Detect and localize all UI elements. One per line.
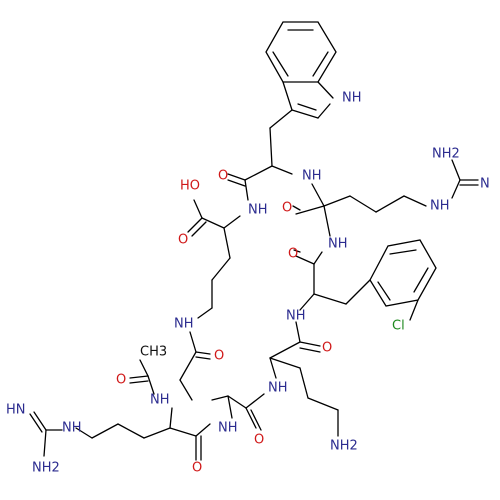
amide-o-bond — [195, 351, 211, 355]
trp-co-double-2 — [227, 179, 246, 187]
indole-nh-label: NH — [342, 91, 362, 106]
trp-alpha-bond — [269, 127, 273, 167]
guan1-bond — [451, 179, 461, 199]
dab-co-oxygen: O — [254, 433, 264, 448]
guan1-nh2-bond — [451, 159, 461, 181]
cooh-ho-label: HO — [180, 179, 200, 194]
phe-co-bond — [295, 255, 315, 265]
orn-side-3 — [307, 397, 339, 411]
trp-co-double-1 — [227, 173, 246, 181]
trp-n-bond — [271, 165, 293, 175]
gly-bond-2 — [179, 379, 193, 401]
arg-alpha-bond — [311, 183, 325, 207]
phe-n-bond — [299, 293, 315, 311]
guan2-imine-label: HN — [6, 403, 26, 418]
orn-alpha-bond — [269, 341, 301, 359]
phe-co-oxygen: O — [288, 247, 298, 262]
orn-bond-1 — [295, 321, 301, 343]
phe-nh-label: NH — [286, 309, 306, 324]
acetyl-o-bond — [129, 375, 149, 379]
arg-side-1 — [323, 195, 351, 207]
trp-co-bond — [244, 165, 273, 181]
cooh-oh-bond — [193, 199, 203, 219]
lys-alpha-bond — [223, 215, 241, 229]
dab-alpha-bond — [227, 395, 247, 409]
arg2-side-1 — [143, 427, 171, 439]
indole-benzene-ring — [265, 21, 337, 83]
cl-label: Cl — [392, 319, 405, 334]
lys-side-2 — [211, 257, 231, 281]
dab-side-bond — [211, 395, 229, 401]
orn-side-1 — [269, 357, 301, 369]
chlorophenyl-ring — [369, 239, 437, 307]
phe-ring-bond — [345, 279, 371, 305]
dab-nh-label: NH — [218, 421, 238, 436]
cooh-bond — [201, 217, 225, 229]
cooh-o-label: O — [178, 233, 188, 248]
cl-bond — [409, 299, 419, 321]
arg-co-bond — [295, 205, 325, 215]
orn-side-2 — [299, 367, 309, 399]
acetyl-ch3-label: CH3 — [140, 345, 167, 360]
orn-n-bond — [269, 357, 277, 379]
amine-nh2-label: NH2 — [330, 439, 358, 454]
lys-side-nh-label: NH — [174, 317, 194, 332]
acetyl-nh-label: NH — [150, 393, 170, 408]
dab-n-bond — [227, 395, 233, 419]
arg2-n-bond — [195, 423, 211, 437]
acetyl-n-bond — [147, 375, 155, 395]
orn-co-bond — [299, 341, 321, 347]
arg-side-3 — [375, 195, 405, 213]
lys-nh-label: NH — [248, 203, 268, 218]
acetyl-o-label: O — [116, 373, 126, 388]
trp-nh-label: NH — [302, 169, 322, 184]
trp-side-bond — [269, 109, 293, 129]
phe-ch2-bond — [313, 293, 347, 305]
arg2-side-3 — [91, 423, 119, 439]
trp-co-oxygen: O — [218, 169, 228, 184]
arg2-co-bond — [169, 427, 197, 437]
guan2-nh2-bond — [43, 429, 47, 457]
orn-co-oxygen: O — [322, 341, 332, 356]
arg2-side-2 — [117, 423, 145, 439]
guan1-n-label: N — [480, 177, 490, 192]
indole-pyrrole-ring — [282, 81, 334, 119]
arg-side-4 — [403, 195, 427, 207]
dab-bond-1 — [245, 393, 265, 409]
guan2-imine-bond — [33, 411, 47, 431]
cooh-o-bond — [187, 217, 203, 233]
guan2-nh-label: NH — [62, 421, 82, 436]
arg2-alpha-bond — [169, 407, 173, 429]
orn-nh-label: NH — [268, 381, 288, 396]
arg2-side-4 — [75, 427, 93, 439]
amide-o-label: O — [214, 349, 224, 364]
guan2-nh2-label: NH2 — [32, 461, 60, 476]
amide-bond — [189, 331, 197, 353]
lys-side-4 — [197, 307, 213, 319]
dab-co-bond — [245, 407, 257, 429]
lys-side-1 — [223, 227, 231, 259]
guan1-nh2-label: NH2 — [432, 147, 460, 162]
bottom-o-label: O — [192, 461, 202, 476]
acetyl-bond — [139, 359, 149, 377]
lys-n-bond — [244, 179, 249, 201]
arg-co-oxygen: O — [282, 201, 292, 216]
arg-n-bond — [323, 205, 331, 237]
arg-side-2 — [349, 195, 377, 213]
arg-nh-label: NH — [328, 237, 348, 252]
phe-bond-1 — [313, 251, 323, 265]
gly-bond — [179, 351, 197, 381]
guan1-nh-label: NH — [430, 199, 450, 214]
